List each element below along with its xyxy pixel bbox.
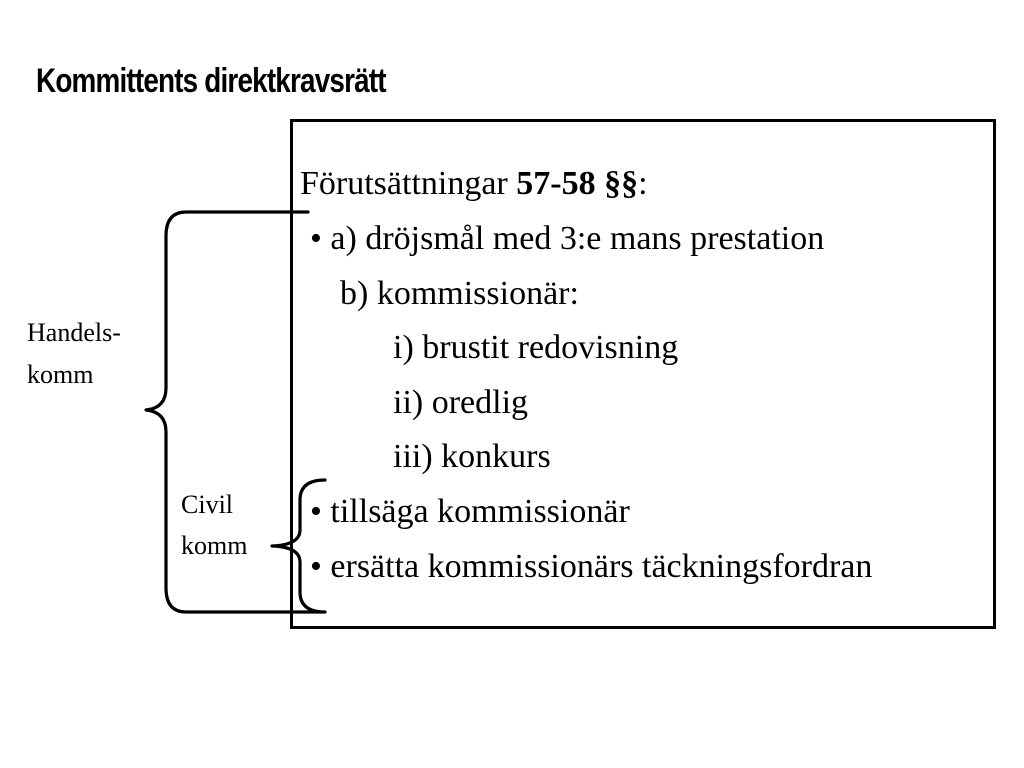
conditions-heading: Förutsättningar 57-58 §§:: [300, 164, 648, 204]
list-item-delay: • a) dröjsmål med 3:e mans prestation: [310, 220, 825, 257]
heading-text: Förutsättningar: [300, 165, 517, 202]
slide-title: Kommittents direktkravsrätt: [36, 62, 387, 100]
list-item-compensate: • ersätta kommissionärs täckningsfordran: [310, 548, 873, 585]
handels-label-line1: Handels-: [27, 318, 121, 347]
list-item-notify: • tillsäga kommissionär: [310, 493, 630, 530]
civil-label-line1: Civil: [181, 490, 234, 519]
list-item-failed-accounting: i) brustit redovisning: [393, 329, 679, 366]
handels-label-line2: komm: [27, 360, 94, 389]
civil-label-line2: komm: [181, 531, 248, 560]
heading-section-ref: 57-58 §§: [516, 165, 639, 202]
list-item-bankruptcy: iii) konkurs: [393, 438, 551, 475]
list-item-commissionaire: b) kommissionär:: [340, 275, 579, 312]
heading-colon: :: [638, 165, 648, 202]
list-item-dishonest: ii) oredlig: [393, 384, 529, 421]
